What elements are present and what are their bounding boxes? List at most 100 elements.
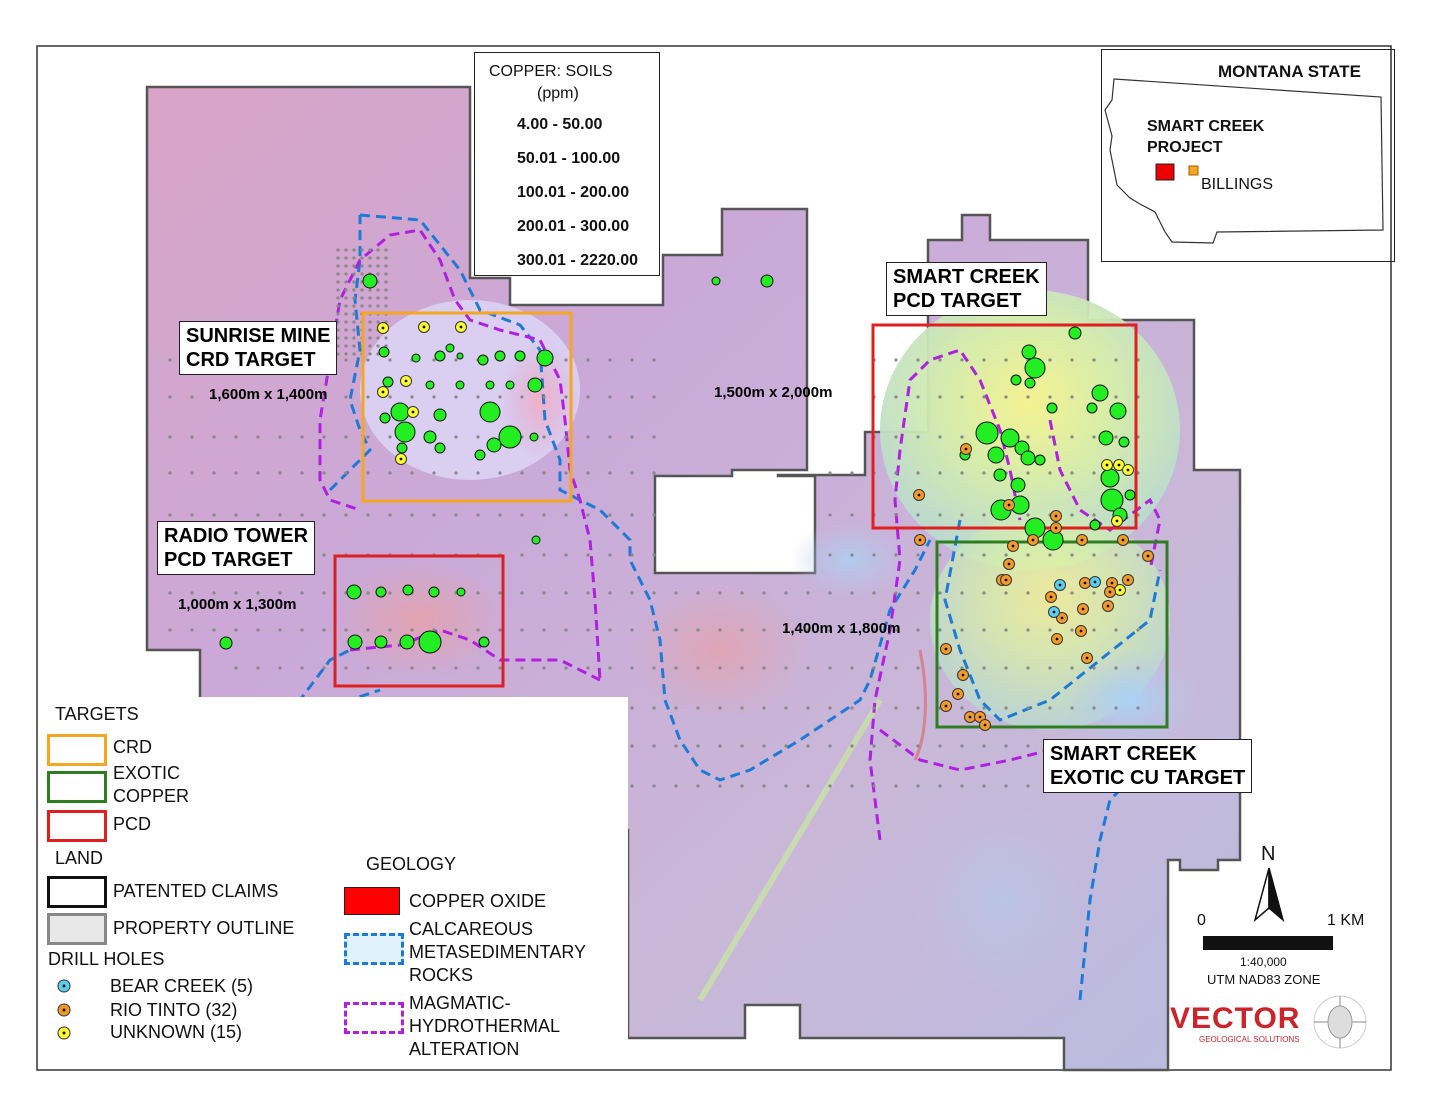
soil-sample-dot (652, 513, 656, 517)
soil-sample-dot (352, 288, 356, 292)
soil-sample-dot (384, 336, 388, 340)
soil-anomaly-dot (711, 276, 721, 286)
soil-sample-dot (344, 320, 348, 324)
rio-tinto-drill-hole (979, 719, 991, 731)
soil-sample-dot (894, 513, 898, 517)
soil-sample-dot (520, 591, 524, 595)
soil-sample-dot (1092, 706, 1096, 710)
soil-sample-dot (322, 395, 326, 399)
soil-sample-dot (542, 666, 546, 670)
soil-sample-dot (960, 553, 964, 557)
soil-sample-dot (454, 435, 458, 439)
soil-sample-dot (982, 358, 986, 362)
soil-sample-dot (938, 591, 942, 595)
soil-anomaly-dot (1024, 357, 1046, 379)
rio-tinto-drill-hole (1142, 550, 1154, 562)
copper-class-1: 4.00 - 50.00 (517, 116, 603, 133)
soil-sample-dot (376, 336, 380, 340)
soil-sample-dot (278, 628, 282, 632)
soil-sample-dot (564, 628, 568, 632)
soil-sample-dot (982, 591, 986, 595)
soil-sample-dot (1004, 666, 1008, 670)
soil-sample-dot (608, 666, 612, 670)
soil-sample-dot (784, 591, 788, 595)
legend-drill-title: DRILL HOLES (48, 949, 165, 969)
soil-sample-dot (1092, 435, 1096, 439)
soil-sample-dot (652, 666, 656, 670)
soil-sample-dot (300, 395, 304, 399)
soil-anomaly-dot (379, 412, 391, 424)
soil-sample-dot (718, 628, 722, 632)
soil-anomaly-dot (425, 380, 435, 390)
soil-anomaly-dot (1089, 519, 1101, 531)
soil-sample-dot (564, 591, 568, 595)
soil-sample-dot (872, 744, 876, 748)
soil-sample-dot (322, 628, 326, 632)
rio-tinto-drill-hole (1051, 633, 1063, 645)
soil-sample-dot (498, 395, 502, 399)
soil-anomaly-dot (399, 634, 415, 650)
soil-sample-dot (168, 358, 172, 362)
soil-sample-dot (360, 256, 364, 260)
soil-sample-dot (168, 471, 172, 475)
soil-sample-dot (278, 666, 282, 670)
soil-anomaly-dot (423, 430, 437, 444)
soil-sample-dot (1070, 395, 1074, 399)
soil-sample-dot (938, 553, 942, 557)
soil-sample-dot (168, 435, 172, 439)
soil-sample-dot (322, 591, 326, 595)
soil-sample-dot (1070, 706, 1074, 710)
soil-sample-dot (894, 628, 898, 632)
soil-sample-dot (1026, 628, 1030, 632)
soil-sample-dot (352, 336, 356, 340)
soil-anomaly-dot (375, 586, 387, 598)
soil-sample-dot (384, 288, 388, 292)
soil-sample-dot (454, 471, 458, 475)
soil-sample-dot (344, 264, 348, 268)
soil-sample-dot (960, 628, 964, 632)
soil-sample-dot (278, 471, 282, 475)
soil-sample-dot (982, 395, 986, 399)
soil-sample-dot (376, 248, 380, 252)
rio-tinto-drill-hole (1007, 540, 1019, 552)
legend-mag-3: ALTERATION (409, 1039, 520, 1059)
soil-sample-dot (850, 513, 854, 517)
soil-sample-dot (674, 591, 678, 595)
soil-sample-dot (432, 358, 436, 362)
soil-sample-dot (938, 744, 942, 748)
soil-anomaly-dot (347, 634, 363, 650)
rio-tinto-drill-hole (1003, 499, 1015, 511)
soil-sample-dot (432, 666, 436, 670)
soil-sample-dot (300, 513, 304, 517)
soil-sample-dot (344, 336, 348, 340)
soil-sample-dot (1092, 666, 1096, 670)
inset-state: MONTANA STATE (1218, 62, 1361, 81)
soil-sample-dot (982, 744, 986, 748)
soil-sample-dot (850, 591, 854, 595)
legend-calc-3: ROCKS (409, 965, 474, 985)
soil-sample-dot (916, 553, 920, 557)
soil-anomaly-dot (219, 636, 233, 650)
soil-sample-dot (894, 666, 898, 670)
unknown-drill-hole (377, 386, 389, 398)
soil-sample-dot (344, 435, 348, 439)
soil-anomaly-dot (1021, 344, 1037, 360)
anomaly-pink (500, 340, 580, 460)
soil-sample-dot (336, 304, 340, 308)
rio-tinto-drill-hole (913, 489, 925, 501)
soil-sample-dot (586, 513, 590, 517)
soil-sample-dot (784, 706, 788, 710)
unknown-drill-hole (1101, 459, 1113, 471)
soil-sample-dot (828, 591, 832, 595)
soil-sample-dot (344, 328, 348, 332)
soil-sample-dot (336, 248, 340, 252)
soil-sample-dot (368, 296, 372, 300)
soil-sample-dot (806, 628, 810, 632)
soil-sample-dot (1048, 666, 1052, 670)
soil-anomaly-dot (362, 273, 378, 289)
soil-anomaly-dot (455, 380, 465, 390)
soil-sample-dot (1114, 628, 1118, 632)
soil-sample-dot (916, 471, 920, 475)
soil-sample-dot (520, 553, 524, 557)
soil-anomaly-dot (478, 636, 490, 648)
